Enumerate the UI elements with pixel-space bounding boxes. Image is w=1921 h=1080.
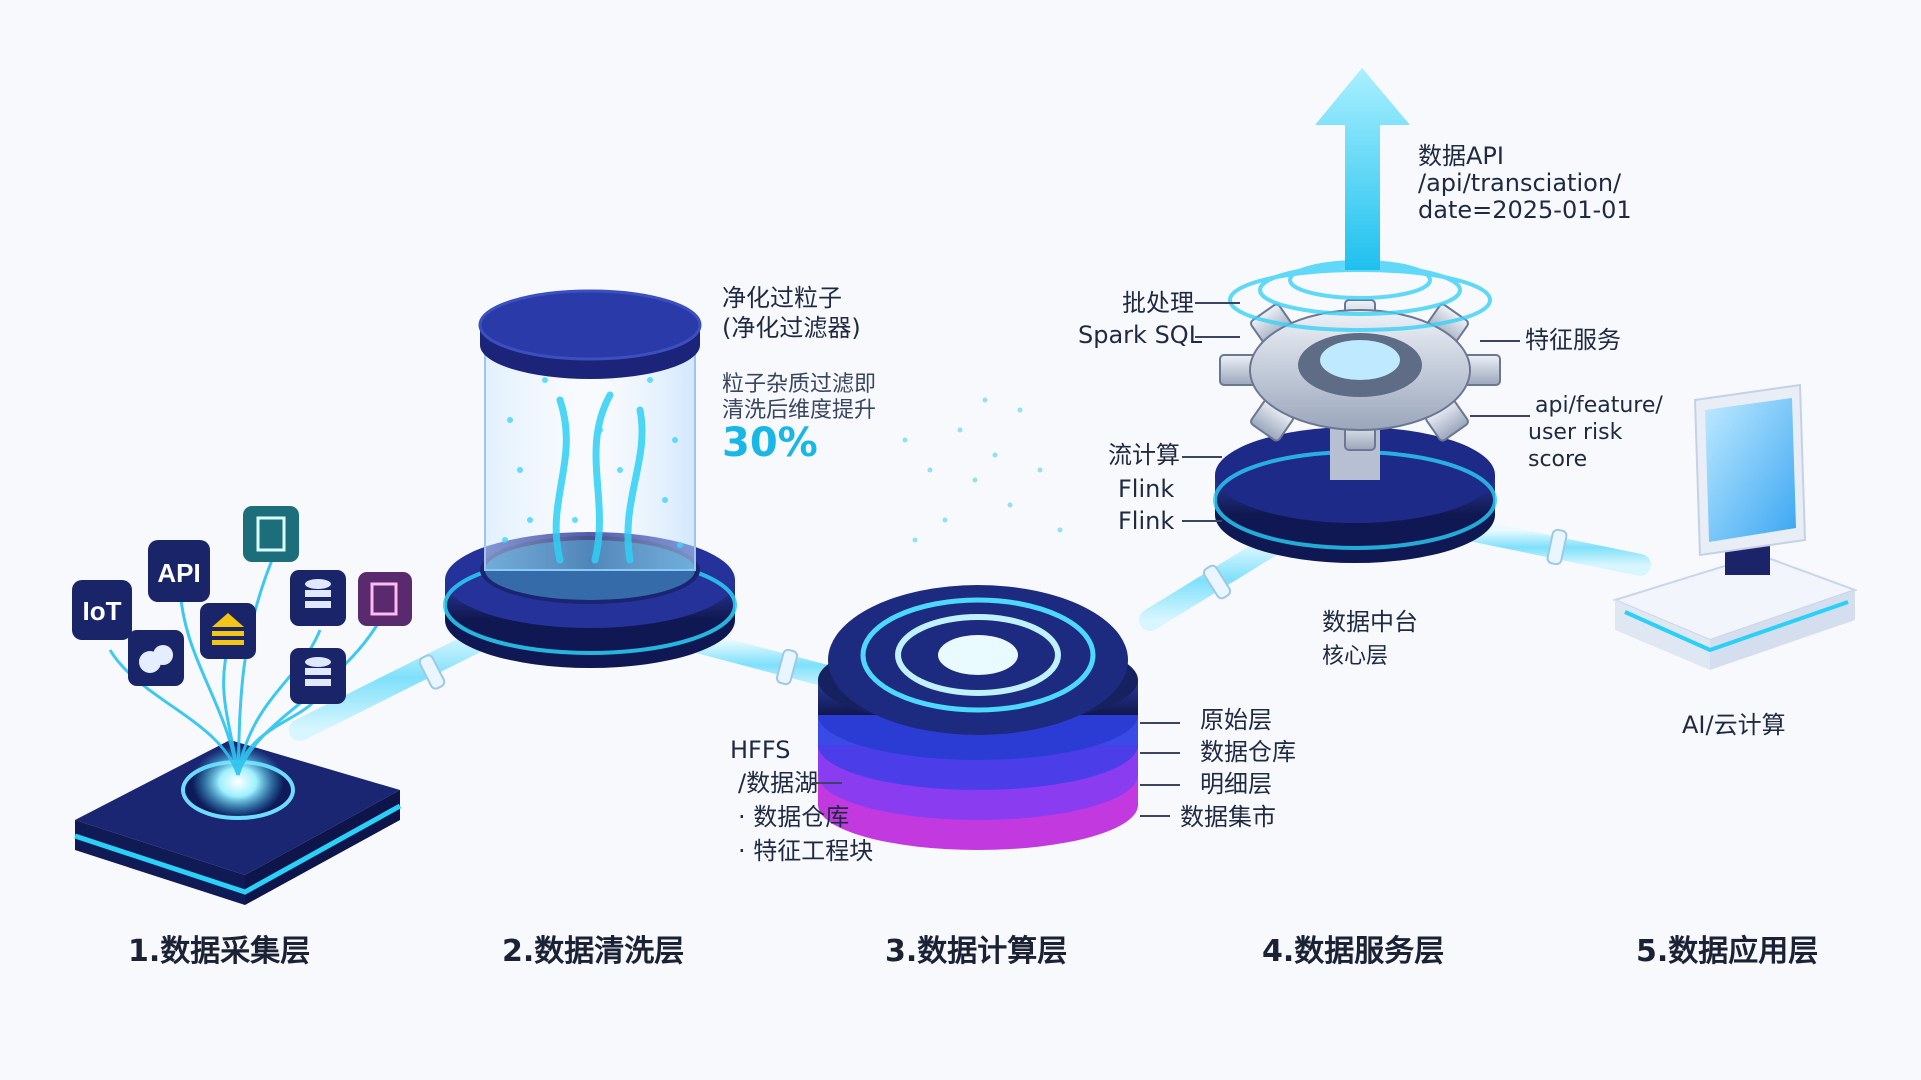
leader-line [1480, 340, 1520, 342]
leader-line [1140, 815, 1170, 817]
compute-left-label-2: /数据湖 [738, 769, 819, 797]
leader-line [812, 782, 842, 784]
stream-label: 流计算 [1108, 441, 1180, 469]
app-label: AI/云计算 [1682, 711, 1786, 739]
source-icon-api: API [148, 540, 210, 602]
layer-label-2: 数据仓库 [1200, 738, 1296, 766]
compute-left-label-1: HFFS [730, 736, 791, 764]
api-output-arrow [1228, 68, 1492, 332]
feature-path-3: score [1528, 447, 1588, 472]
cleaning-tank [443, 289, 737, 668]
platform-label-2: 核心层 [1322, 644, 1389, 669]
leader-line [1140, 752, 1180, 754]
stage-title-3: 3.数据计算层 [885, 934, 1068, 969]
svg-text:API: API [157, 558, 200, 588]
feature-label: 特征服务 [1525, 326, 1621, 354]
service-platform [1213, 420, 1497, 563]
compute-stack [818, 397, 1138, 850]
cleaning-note-2: 清洗后维度提升 [722, 398, 877, 423]
leader-line [1140, 722, 1180, 724]
leader-line [1470, 415, 1530, 417]
layer-label-4: 数据集市 [1180, 803, 1276, 831]
cloud-icon [128, 630, 184, 686]
source-icon-iot: IoT [72, 580, 132, 640]
leader-line [1195, 336, 1240, 338]
leader-line [1182, 520, 1222, 522]
gear-icon [1219, 299, 1501, 451]
database-icon [290, 648, 346, 704]
stage-title-5: 5.数据应用层 [1636, 934, 1819, 969]
leader-line [1195, 302, 1240, 304]
cleaning-title: 净化过粒子 [722, 284, 842, 312]
app-terminal [1612, 383, 1858, 670]
cleaning-subtitle: (净化过滤器) [722, 314, 861, 342]
platform-label-1: 数据中台 [1322, 608, 1418, 636]
file-icon [358, 572, 412, 626]
feature-path-2: user risk [1528, 420, 1623, 445]
api-title: 数据API [1418, 142, 1504, 170]
database-icon [290, 570, 346, 626]
svg-text:IoT: IoT [83, 596, 122, 626]
batch-label: 批处理 [1122, 289, 1194, 317]
stream-engine-1: Flink [1118, 475, 1175, 503]
layers-icon [200, 603, 256, 659]
compute-left-label-4: · 特征工程块 [738, 837, 874, 865]
stage-title-1: 1.数据采集层 [128, 934, 311, 969]
feature-path-1: api/feature/ [1535, 393, 1663, 418]
layer-label-3: 明细层 [1200, 770, 1272, 798]
stage-title-4: 4.数据服务层 [1262, 934, 1445, 969]
stage-title-2: 2.数据清洗层 [502, 934, 685, 969]
stream-engine-2: Flink [1118, 507, 1175, 535]
document-icon [243, 506, 299, 562]
cleaning-percent: 30% [722, 420, 818, 466]
batch-engine: Spark SQL [1078, 321, 1203, 349]
collection-platform [74, 559, 402, 905]
cleaning-note-1: 粒子杂质过滤即 [722, 372, 877, 397]
api-path-1: /api/transciation/ [1418, 169, 1622, 197]
compute-left-label-3: · 数据仓库 [738, 803, 850, 831]
layer-label-1: 原始层 [1200, 706, 1272, 734]
leader-line [1140, 784, 1180, 786]
leader-line [1182, 456, 1222, 458]
api-path-2: date=2025-01-01 [1418, 196, 1632, 224]
